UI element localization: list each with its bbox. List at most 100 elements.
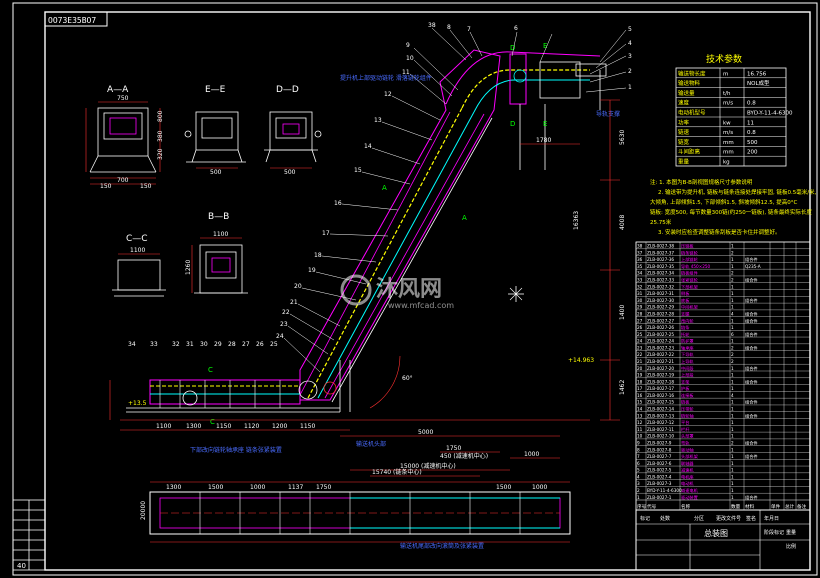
svg-text:更改文件号: 更改文件号 [716, 515, 741, 522]
svg-text:20: 20 [294, 283, 302, 290]
svg-text:1000: 1000 [250, 484, 265, 491]
svg-text:1120: 1120 [244, 423, 259, 430]
parts-table-cell: 12 [637, 420, 643, 425]
svg-text:1400: 1400 [619, 305, 626, 320]
svg-text:阶段标记: 阶段标记 [764, 529, 784, 536]
tech-param-name: 输送物料 [678, 79, 701, 87]
svg-text:大倾角, 上部倾斜1.5, 下部倾斜1.5, 斜坡倾斜12.: 大倾角, 上部倾斜1.5, 下部倾斜1.5, 斜坡倾斜12.5, 提高0°C [650, 198, 797, 206]
parts-table-cell: 压带轮 [681, 406, 694, 413]
svg-text:E: E [543, 42, 547, 50]
svg-text:重量: 重量 [786, 529, 796, 536]
svg-text:20000: 20000 [140, 501, 147, 520]
parts-table-cell: 1 [731, 447, 734, 452]
svg-text:28: 28 [228, 341, 236, 348]
parts-table-cell: 1 [731, 244, 734, 249]
parts-table-cell: 23 [637, 345, 643, 350]
parts-table-cell: 1 [731, 407, 734, 412]
parts-table-cell: 1 [637, 495, 640, 500]
parts-table-cell: 弯轨 [681, 439, 690, 446]
parts-table-cell: 2 [731, 359, 734, 364]
parts-table-cell: 5 [637, 468, 640, 473]
parts-table-cell: 电机座 [681, 473, 694, 480]
parts-table-cell: 8 [637, 447, 640, 452]
parts-table-cell: 组合件 [745, 297, 758, 304]
parts-table-cell: 组合件 [745, 378, 758, 385]
ee-dim-bottom: 500 [210, 169, 222, 176]
drawing-id: ОО7ЗЕЗ5ВО7 [48, 16, 96, 25]
parts-table-cell: 1 [731, 400, 734, 405]
parts-table-cell: 34 [637, 271, 643, 276]
parts-table-header: 序号 [637, 503, 647, 510]
svg-text:21: 21 [290, 299, 298, 306]
section-bb: B—B 1100 1260 [185, 212, 248, 294]
svg-text:7: 7 [467, 26, 471, 33]
svg-text:E: E [543, 120, 547, 128]
svg-text:32: 32 [172, 341, 180, 348]
svg-text:38: 38 [428, 22, 436, 29]
parts-table-cell: ZLB-0027-24 [647, 339, 674, 344]
parts-table-cell: 37 [637, 250, 643, 255]
parts-table-cell: 6 [731, 332, 734, 337]
parts-table-cell: 电动机 [681, 480, 694, 487]
section-ee: E—E 500 [184, 85, 246, 176]
parts-table-cell: 中间机架 [681, 304, 698, 311]
parts-table-cell: 托轮 [681, 331, 690, 338]
parts-table-cell: 下部机架 [681, 283, 698, 290]
svg-text:18: 18 [314, 252, 322, 259]
section-ee-label: E—E [205, 85, 226, 95]
tech-param-unit: m/s [723, 130, 733, 136]
svg-text:1100: 1100 [156, 423, 171, 430]
tech-param-unit: t/h [723, 91, 731, 97]
tech-param-name: 功率 [678, 118, 690, 126]
parts-table-cell: 底板 [681, 297, 690, 304]
parts-table-cell: ZLB-0027-16 [647, 393, 674, 398]
svg-text:17: 17 [322, 230, 330, 237]
plan-view: 1300 1500 1000 1137 1750 1500 1000 15740… [140, 440, 571, 550]
section-aa-label: A—A [107, 85, 129, 95]
svg-text:D: D [510, 120, 515, 128]
svg-text:1000: 1000 [524, 451, 539, 458]
parts-table-cell: 9 [637, 440, 640, 445]
svg-text:处数: 处数 [660, 515, 670, 522]
parts-table-cell: ZLB-0027-7 [647, 454, 672, 459]
parts-table-cell: 1 [731, 488, 734, 493]
parts-table-cell: 10 [637, 434, 643, 439]
parts-table-cell: 1 [731, 291, 734, 296]
parts-table-cell: 24 [637, 339, 643, 344]
parts-table-cell: 1 [731, 386, 734, 391]
parts-table-cell: 1 [731, 434, 734, 439]
parts-table-cell: ZLB-0027-3 [647, 481, 672, 486]
parts-table-cell: 防护罩 [681, 338, 694, 345]
parts-table-cell: 38 [637, 244, 643, 249]
svg-text:25: 25 [270, 341, 278, 348]
parts-table-cell: ZLB-0027-27 [647, 318, 674, 323]
parts-table-header: 总计 [785, 503, 795, 510]
svg-text:60°: 60° [402, 375, 413, 382]
parts-table-cell: 栏杆 [681, 426, 690, 433]
parts-table-cell: 上部段 [681, 372, 694, 379]
parts-table-cell: 26 [637, 325, 643, 330]
svg-text:450 (减速机中心): 450 (减速机中心) [440, 452, 488, 460]
parts-table-cell: 轴承座 [681, 344, 694, 351]
tech-param-unit: mm [723, 150, 734, 156]
parts-table-cell: ZLB-0027-36 [647, 257, 674, 262]
parts-table-cell: 4 [637, 474, 640, 479]
top-callout: 提升机上部驱动链轮 滑落链轮组件 [340, 74, 432, 82]
parts-table-cell: 减速机 [681, 467, 694, 474]
tech-param-unit: kw [723, 120, 731, 126]
svg-text:13: 13 [374, 117, 382, 124]
watermark-brand: 沐风网 [376, 277, 442, 302]
svg-text:链板: 宽度500, 每节数量300链(约250一链板),: 链板: 宽度500, 每节数量300链(约250一链板), 链条最终实际长度 [650, 208, 812, 216]
parts-table-cell: ZLB-0027-29 [647, 305, 674, 310]
parts-table-header: 数量 [731, 503, 741, 510]
parts-table-cell: 13 [637, 413, 643, 418]
svg-text:31: 31 [186, 341, 194, 348]
parts-table-cell: 支腿 [681, 310, 690, 317]
parts-table-cell: 31 [637, 291, 643, 296]
parts-table-header: 备注 [797, 503, 807, 510]
parts-table-cell: 35 [637, 264, 643, 269]
parts-table-cell: 4 [731, 393, 734, 398]
parts-table-cell: 6 [637, 461, 640, 466]
sheet-number: 40 [17, 562, 26, 570]
aa-dim-bottom-2: 150 [100, 183, 112, 190]
